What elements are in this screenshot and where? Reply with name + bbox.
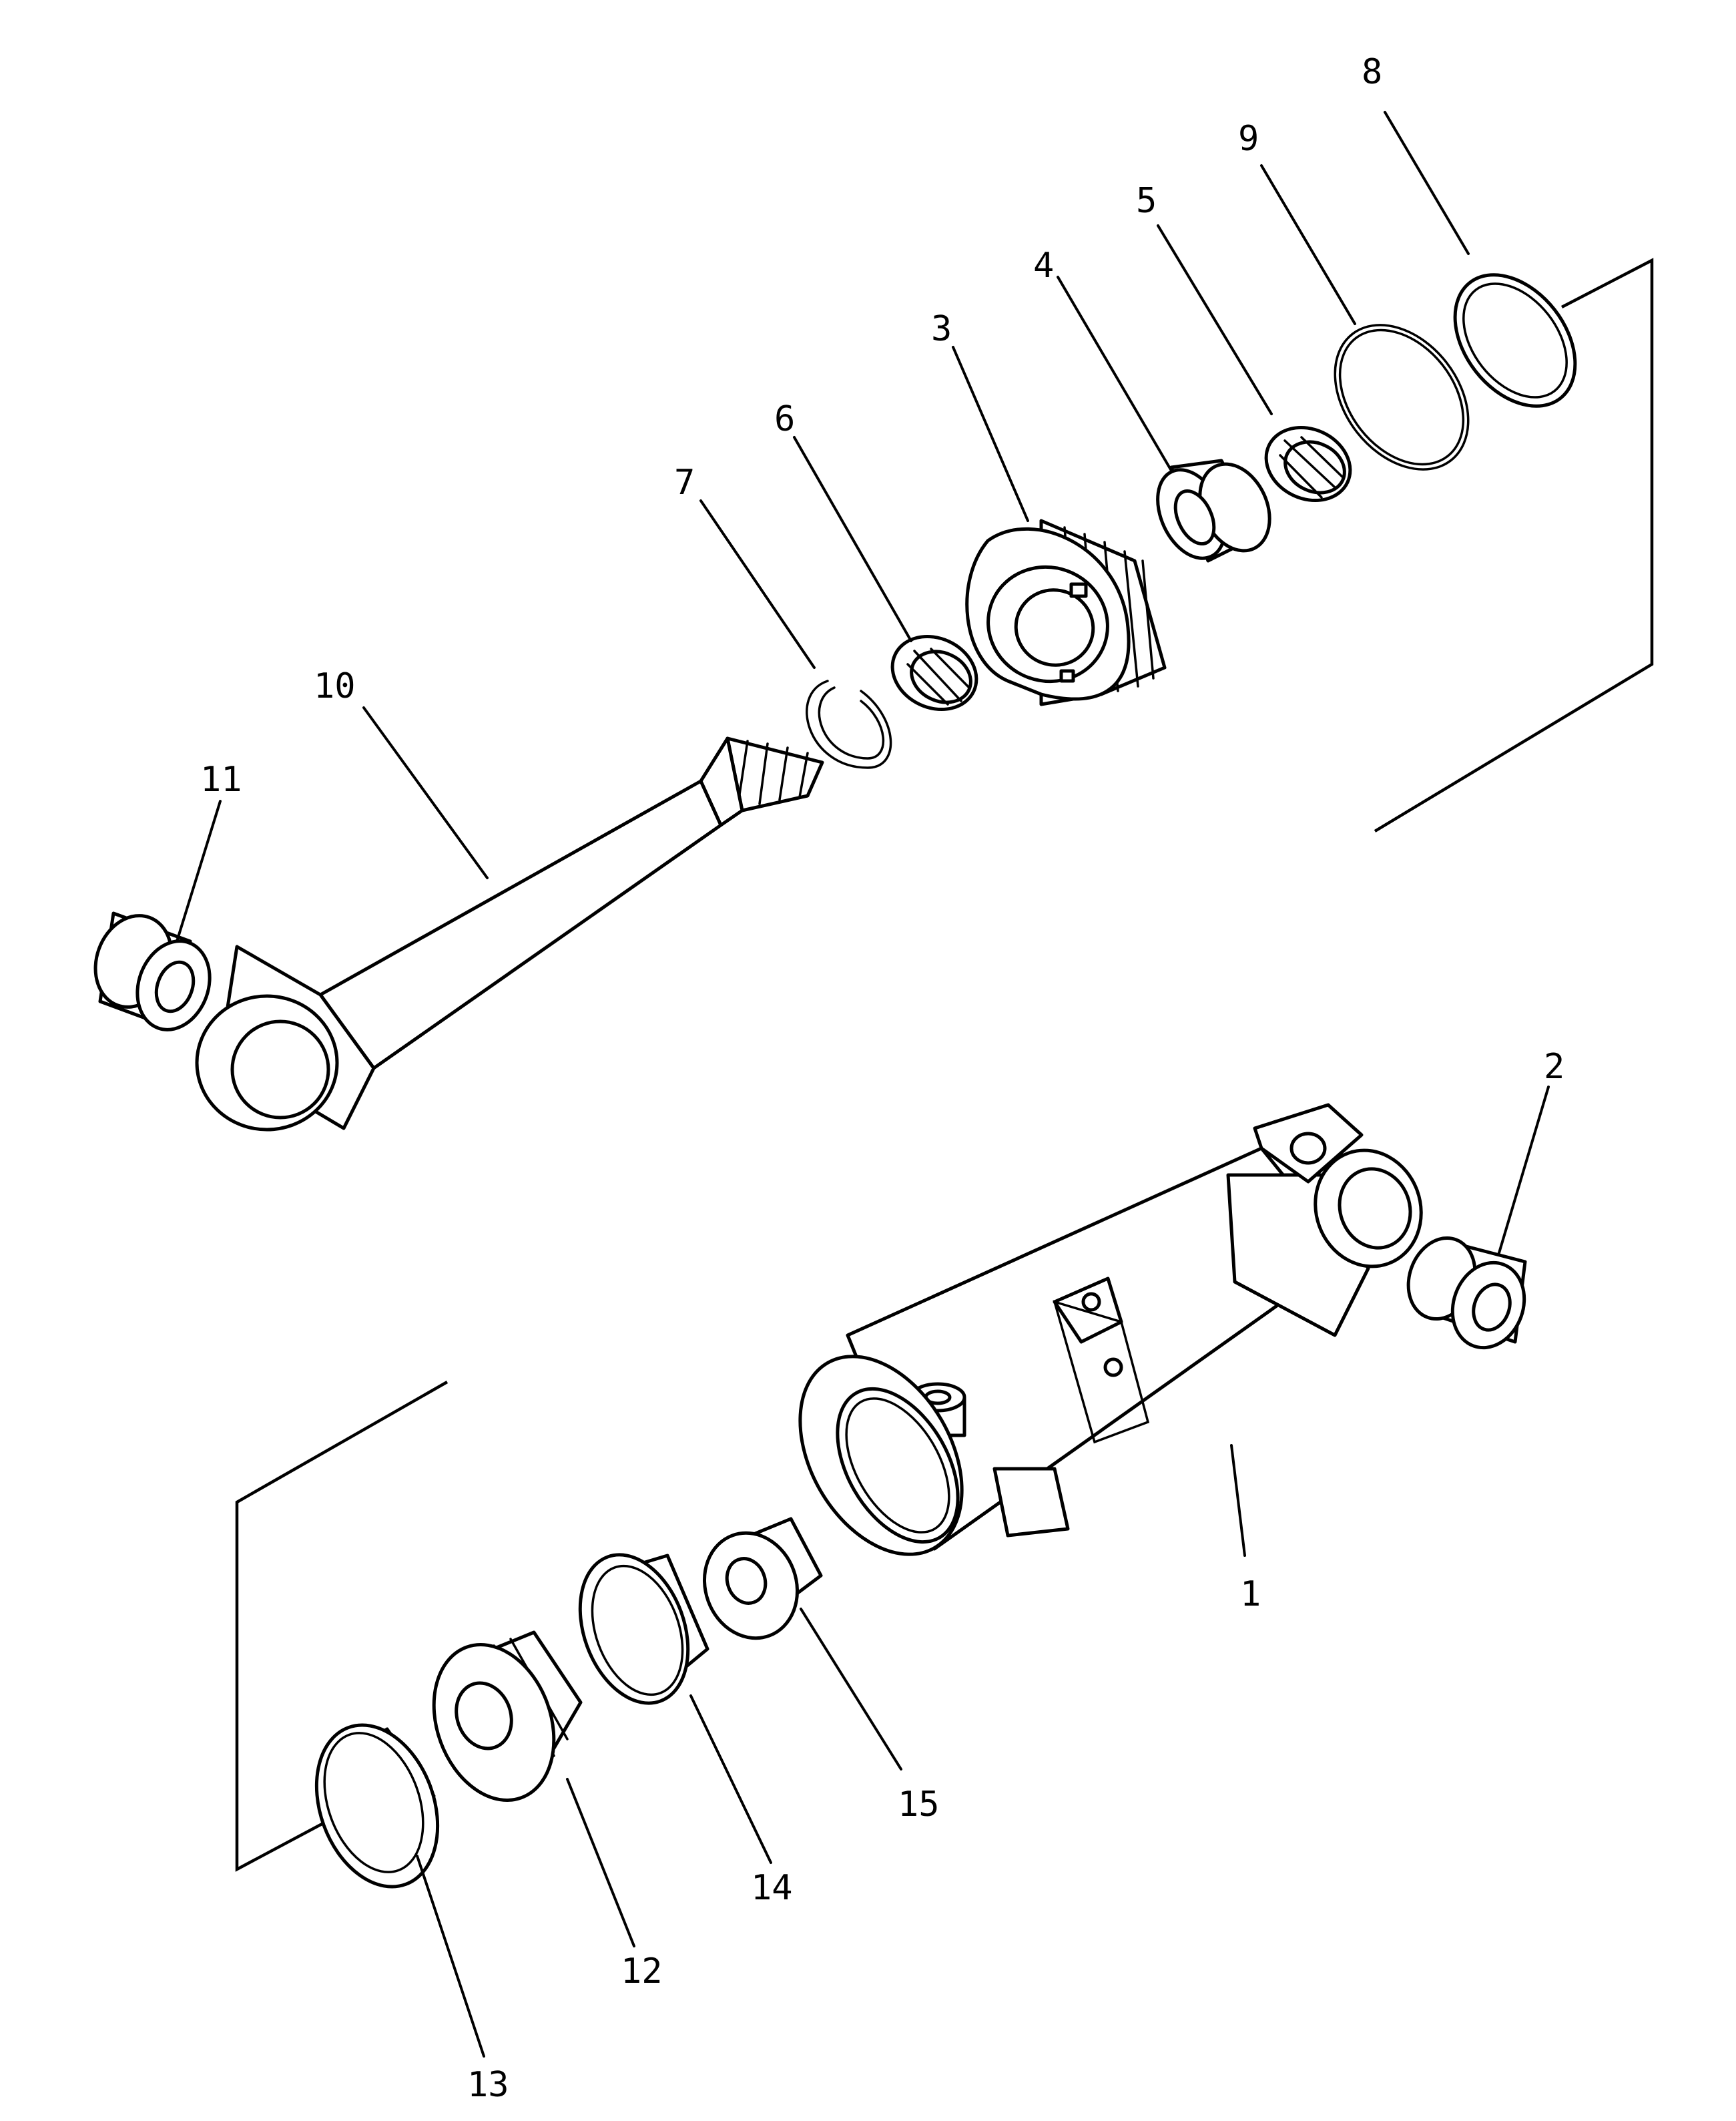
- part-15-nut: [702, 1517, 823, 1640]
- leader-line-11: [176, 800, 222, 943]
- leader-line-10: [362, 706, 489, 879]
- leader-line-3: [952, 346, 1029, 522]
- callout-12: 12: [621, 1951, 663, 1991]
- callout-11: 11: [200, 760, 242, 800]
- part-8-o-ring: [1453, 273, 1577, 408]
- callout-13: 13: [467, 2065, 509, 2105]
- leader-line-2: [1497, 1086, 1550, 1256]
- callout-1: 1: [1240, 1574, 1261, 1614]
- callout-14: 14: [751, 1868, 793, 1908]
- leader-line-14: [689, 1694, 772, 1864]
- part-3-cylinder-head: [965, 519, 1167, 706]
- lower-assembly-frame: [235, 1381, 449, 1872]
- leader-line-6: [793, 436, 912, 642]
- callout-8: 8: [1362, 52, 1382, 92]
- leader-line-5: [1157, 224, 1273, 415]
- part-4-bushing: [1156, 459, 1271, 563]
- callout-2: 2: [1544, 1047, 1564, 1087]
- upper-assembly-frame: [1374, 258, 1654, 833]
- leader-line-15: [800, 1608, 902, 1771]
- part-6-rod-seal: [890, 634, 978, 712]
- leader-line-9: [1260, 164, 1356, 325]
- callout-3: 3: [931, 309, 952, 349]
- leader-line-4: [1057, 276, 1173, 472]
- callout-15: 15: [898, 1785, 940, 1825]
- part-7-snap-ring: [806, 680, 892, 769]
- callout-5: 5: [1136, 181, 1157, 221]
- callout-10: 10: [314, 666, 356, 706]
- part-12-piston: [432, 1630, 583, 1802]
- leader-line-7: [699, 499, 816, 669]
- leader-line-1: [1230, 1444, 1246, 1557]
- leader-line-13: [416, 1855, 485, 2058]
- leader-line-12: [566, 1778, 635, 1947]
- callout-4: 4: [1033, 246, 1054, 286]
- callout-6: 6: [774, 399, 795, 439]
- part-1-cylinder-tube: [798, 1103, 1423, 1556]
- part-11-bushing: [93, 911, 212, 1031]
- part-5-seal: [1264, 425, 1352, 503]
- part-2-bushing: [1406, 1236, 1527, 1350]
- part-10-piston-rod: [195, 736, 824, 1132]
- callout-7: 7: [674, 463, 695, 503]
- part-14-wear-ring: [578, 1553, 709, 1705]
- part-13-piston-seal: [314, 1723, 440, 1889]
- part-9-backup-ring: [1334, 324, 1470, 471]
- leader-line-8: [1384, 111, 1470, 255]
- callout-9: 9: [1238, 119, 1259, 159]
